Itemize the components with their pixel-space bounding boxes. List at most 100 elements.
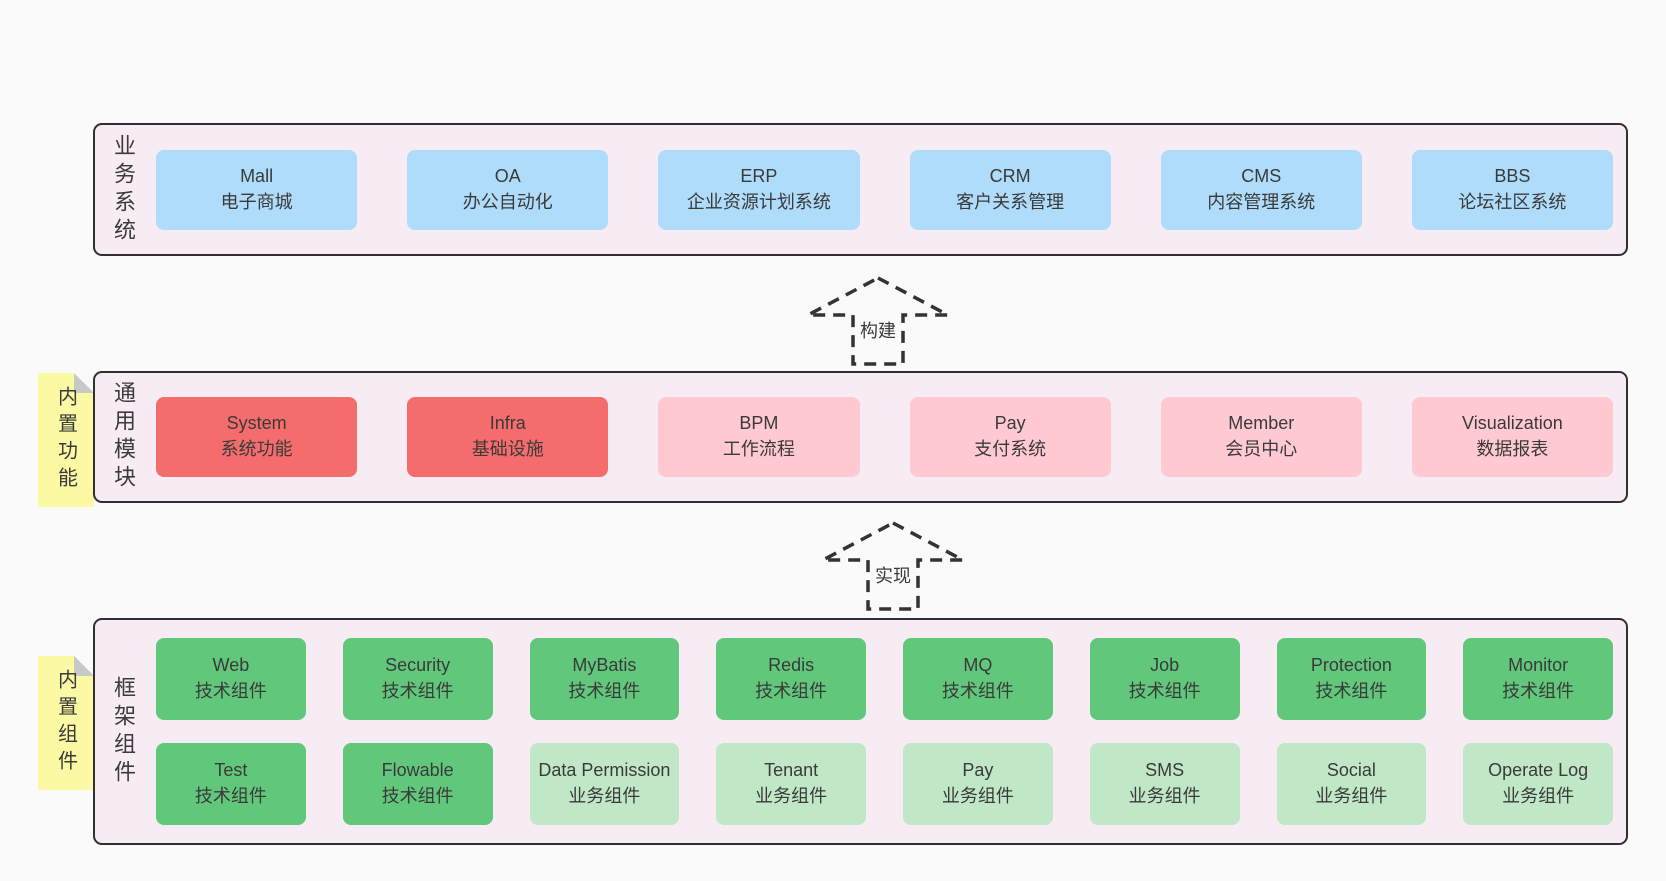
layer-framework-components: 框架组件 Web 技术组件 Security 技术组件 MyBatis 技术组件… [93, 618, 1628, 845]
component-cards-grid: Web 技术组件 Security 技术组件 MyBatis 技术组件 Redi… [156, 620, 1613, 843]
card-mq: MQ 技术组件 [903, 638, 1053, 720]
card-subtitle: 企业资源计划系统 [686, 191, 831, 212]
card-subtitle: 客户关系管理 [956, 191, 1065, 212]
card-bbs: BBS 论坛社区系统 [1411, 149, 1613, 230]
card-title: Pay [962, 760, 994, 781]
card-subtitle: 业务组件 [1502, 786, 1575, 806]
card-subtitle: 技术组件 [755, 681, 828, 701]
card-subtitle: 技术组件 [194, 786, 267, 806]
card-web: Web 技术组件 [156, 638, 306, 720]
card-test: Test 技术组件 [156, 743, 306, 825]
sticky-note-paper [38, 373, 94, 507]
card-subtitle: 系统功能 [220, 439, 293, 459]
card-subtitle: 技术组件 [941, 681, 1014, 701]
card-title: BBS [1494, 165, 1531, 186]
card-subtitle: 业务组件 [568, 786, 641, 806]
card-title: CMS [1241, 165, 1282, 186]
card-mall: Mall 电子商城 [156, 149, 358, 230]
card-subtitle: 论坛社区系统 [1458, 191, 1567, 212]
card-title: MQ [963, 655, 993, 676]
card-subtitle: 技术组件 [381, 681, 454, 701]
card-cms: CMS 内容管理系统 [1160, 149, 1362, 230]
card-member: Member 会员中心 [1160, 397, 1362, 477]
card-title: Security [385, 655, 451, 676]
card-subtitle: 支付系统 [974, 439, 1047, 459]
card-title: Protection [1310, 655, 1392, 676]
card-monitor: Monitor 技术组件 [1463, 638, 1613, 720]
layer-label: 框架组件 [111, 675, 136, 788]
card-title: SMS [1145, 760, 1185, 781]
card-subtitle: 技术组件 [1128, 681, 1201, 701]
layer-common-modules: 通用模块 System 系统功能 Infra 基础设施 BPM 工作流程 Pay… [93, 371, 1628, 503]
card-subtitle: 技术组件 [568, 681, 641, 701]
card-subtitle: 业务组件 [755, 786, 828, 806]
card-title: MyBatis [572, 655, 637, 676]
sticky-note-paper [38, 656, 94, 790]
card-title: Data Permission [538, 760, 671, 781]
arrow-label: 构建 [856, 317, 900, 343]
card-tenant: Tenant 业务组件 [716, 743, 866, 825]
card-subtitle: 会员中心 [1225, 439, 1298, 459]
card-title: ERP [740, 165, 778, 186]
card-subtitle: 电子商城 [220, 191, 293, 212]
layer-label: 业务系统 [111, 133, 136, 246]
card-title: Tenant [764, 760, 819, 781]
card-title: Infra [489, 413, 526, 434]
card-mybatis: MyBatis 技术组件 [529, 638, 680, 720]
card-bpm: BPM 工作流程 [658, 397, 860, 477]
card-title: System [226, 413, 287, 434]
card-visualization: Visualization 数据报表 [1411, 397, 1613, 477]
card-crm: CRM 客户关系管理 [909, 149, 1111, 230]
card-title: Flowable [381, 760, 454, 781]
card-subtitle: 技术组件 [1502, 681, 1575, 701]
card-title: OA [494, 165, 521, 186]
layer-business-systems: 业务系统 Mall 电子商城 OA 办公自动化 ERP 企业资源计划系统 CRM… [93, 123, 1628, 256]
business-cards-grid: Mall 电子商城 OA 办公自动化 ERP 企业资源计划系统 CRM 客户关系… [156, 125, 1613, 254]
card-title: Visualization [1462, 413, 1563, 434]
sticky-note-fold-corner [74, 656, 94, 676]
card-subtitle: 业务组件 [941, 786, 1014, 806]
card-pay-biz: Pay 业务组件 [903, 743, 1053, 825]
card-title: Member [1228, 413, 1295, 434]
card-title: Pay [994, 413, 1026, 434]
build-arrow: 构建 [806, 276, 950, 366]
card-title: BPM [739, 413, 779, 434]
sticky-note-label: 内置功能 [54, 386, 77, 494]
layer-label: 通用模块 [111, 381, 136, 493]
card-subtitle: 技术组件 [381, 786, 454, 806]
sticky-note-builtin-components: 内置组件 [38, 656, 94, 790]
card-flowable: Flowable 技术组件 [342, 743, 493, 825]
card-subtitle: 基础设施 [471, 439, 544, 459]
card-pay: Pay 支付系统 [909, 397, 1111, 477]
card-title: Monitor [1508, 655, 1569, 676]
sticky-note-fold-corner [74, 373, 94, 393]
card-title: Web [212, 655, 250, 676]
card-operate-log: Operate Log 业务组件 [1463, 743, 1613, 825]
sticky-note-builtin-features: 内置功能 [38, 373, 94, 507]
card-erp: ERP 企业资源计划系统 [658, 149, 860, 230]
card-title: Social [1326, 760, 1376, 781]
module-cards-grid: System 系统功能 Infra 基础设施 BPM 工作流程 Pay 支付系统… [156, 373, 1613, 501]
card-subtitle: 办公自动化 [462, 191, 553, 212]
card-subtitle: 技术组件 [1315, 681, 1388, 701]
card-oa: OA 办公自动化 [407, 149, 609, 230]
card-security: Security 技术组件 [342, 638, 493, 720]
card-subtitle: 技术组件 [194, 681, 267, 701]
card-social: Social 业务组件 [1276, 743, 1427, 825]
card-subtitle: 数据报表 [1476, 439, 1549, 459]
card-title: Redis [768, 655, 815, 676]
implement-arrow: 实现 [821, 521, 965, 611]
card-title: CRM [989, 165, 1031, 186]
card-infra: Infra 基础设施 [407, 397, 609, 477]
card-subtitle: 业务组件 [1315, 786, 1388, 806]
card-title: Mall [240, 165, 274, 186]
arrow-label: 实现 [871, 562, 915, 588]
card-title: Operate Log [1488, 760, 1589, 781]
card-data-permission: Data Permission 业务组件 [529, 743, 680, 825]
card-job: Job 技术组件 [1089, 638, 1240, 720]
card-title: Test [214, 760, 248, 781]
card-sms: SMS 业务组件 [1089, 743, 1240, 825]
card-redis: Redis 技术组件 [716, 638, 866, 720]
card-subtitle: 内容管理系统 [1207, 191, 1316, 212]
